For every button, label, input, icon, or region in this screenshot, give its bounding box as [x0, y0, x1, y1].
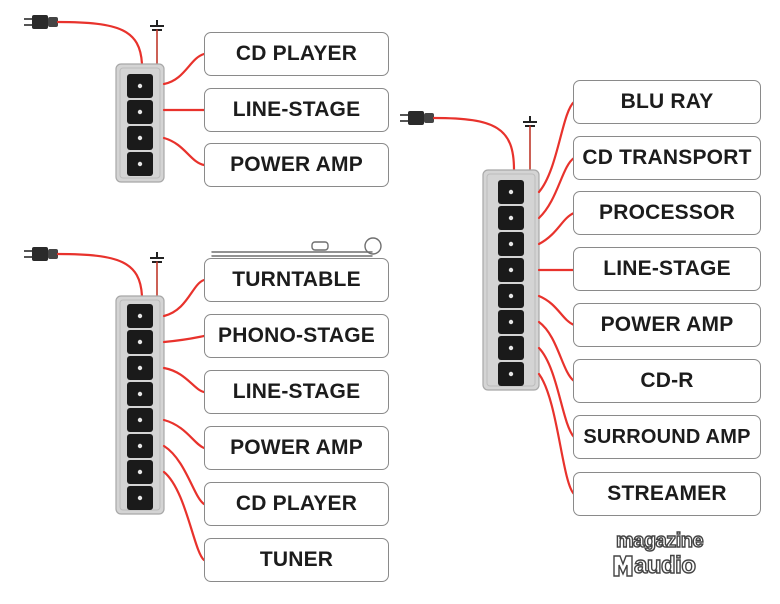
label-line-stage-1: LINE-STAGE	[204, 88, 389, 132]
strip-3-outlet-2-hole	[508, 215, 514, 221]
wire-cd-player-1	[162, 52, 206, 86]
earth-clip	[311, 241, 329, 251]
label-processor: PROCESSOR	[573, 191, 761, 235]
label-line-stage-2: LINE-STAGE	[204, 370, 389, 414]
strip-3-outlet-3-hole	[508, 241, 514, 247]
strip-1-outlet-1-hole	[137, 83, 143, 89]
label-surround-amp: SURROUND AMP	[573, 415, 761, 459]
label-turntable: TURNTABLE	[204, 258, 389, 302]
label-power-amp-1: POWER AMP	[204, 143, 389, 187]
wire-processor	[537, 211, 576, 246]
mains-cable-3	[432, 116, 516, 172]
strip-2-outlet-5-hole	[137, 417, 143, 423]
wire-cd-player-2	[162, 444, 206, 506]
wire-power-amp-2	[162, 418, 206, 450]
plug-3-neck	[424, 113, 434, 123]
plug-1-neck	[48, 17, 58, 27]
label-cd-r: CD-R	[573, 359, 761, 403]
magazine-audio-logo: magazine audio	[612, 529, 724, 584]
strip-2-outlet-3-hole	[137, 365, 143, 371]
wire-turntable	[162, 278, 206, 318]
label-streamer: STREAMER	[573, 472, 761, 516]
logo-line1: magazine	[615, 529, 704, 552]
strip-3-outlet-1-hole	[508, 189, 514, 195]
logo-m-mark	[613, 555, 633, 577]
label-phono-stage: PHONO-STAGE	[204, 314, 389, 358]
strip-1-outlet-2-hole	[137, 109, 143, 115]
label-blu-ray: BLU RAY	[573, 80, 761, 124]
plug-2-neck	[48, 249, 58, 259]
label-tuner: TUNER	[204, 538, 389, 582]
strip-2-outlet-6-hole	[137, 443, 143, 449]
wire-power-amp-1	[162, 136, 206, 167]
plug-3-body	[408, 111, 424, 125]
strip-1-outlet-4-hole	[137, 161, 143, 167]
strip-2-outlet-8-hole	[137, 495, 143, 501]
mains-cable-1	[56, 20, 144, 66]
wire-power-amp-3	[537, 294, 576, 327]
wire-blu-ray	[537, 100, 576, 194]
wire-tuner	[162, 470, 206, 562]
label-power-amp-2: POWER AMP	[204, 426, 389, 470]
strip-2-outlet-7-hole	[137, 469, 143, 475]
wire-cd-r	[537, 320, 576, 383]
label-cd-transport: CD TRANSPORT	[573, 136, 761, 180]
strip-2-outlet-4-hole	[137, 391, 143, 397]
label-cd-player-2: CD PLAYER	[204, 482, 389, 526]
label-cd-player-1: CD PLAYER	[204, 32, 389, 76]
strip-3-outlet-5-hole	[508, 293, 514, 299]
plug-1-body	[32, 15, 48, 29]
strip-3-outlet-4-hole	[508, 267, 514, 273]
mains-cable-2	[56, 252, 144, 298]
wire-surround-amp	[537, 346, 576, 439]
earth-ring	[364, 237, 382, 255]
wire-line-stage-2	[162, 366, 206, 394]
wire-phono-stage	[162, 334, 206, 344]
strip-2-outlet-1-hole	[137, 313, 143, 319]
wire-streamer	[537, 372, 576, 496]
strip-3-outlet-6-hole	[508, 319, 514, 325]
strip-3-outlet-7-hole	[508, 345, 514, 351]
strip-1-outlet-3-hole	[137, 135, 143, 141]
logo-line2: audio	[633, 551, 696, 579]
strip-1-inner	[119, 67, 161, 179]
strip-3-outlet-8-hole	[508, 371, 514, 377]
label-line-stage-3: LINE-STAGE	[573, 247, 761, 291]
plug-2-body	[32, 247, 48, 261]
wire-cd-transport	[537, 156, 576, 220]
label-power-amp-3: POWER AMP	[573, 303, 761, 347]
strip-2-outlet-2-hole	[137, 339, 143, 345]
